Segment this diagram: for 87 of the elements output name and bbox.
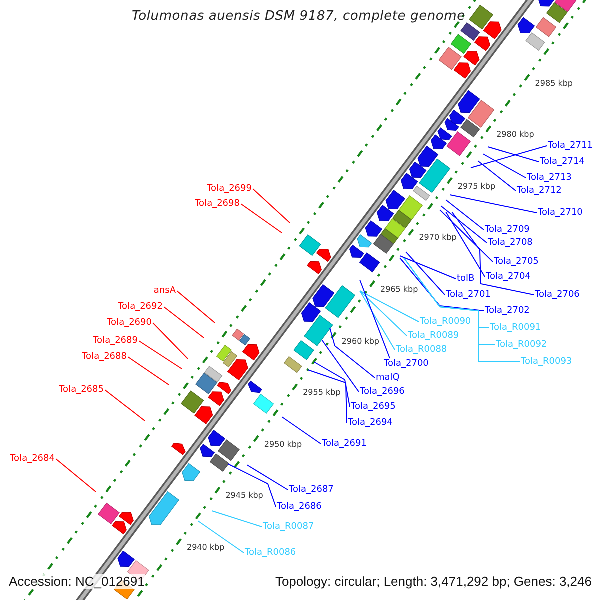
leader-line: [104, 390, 146, 422]
leader-line: [330, 328, 376, 378]
scale-label: 2980 kbp: [496, 130, 534, 140]
gene-label: Tola_2690: [107, 318, 152, 328]
gene-label: Tola_2700: [384, 358, 429, 370]
leader-line: [446, 200, 484, 230]
leader-line: [246, 464, 288, 490]
leader-line: [478, 160, 516, 192]
leader-line: [450, 194, 538, 214]
scale-label: 2950 kbp: [264, 440, 302, 450]
leader-line: [228, 464, 276, 508]
gene-label: Tola_R0091: [490, 322, 542, 334]
gene-label: Tola_2691: [322, 438, 367, 450]
gene-label: Tola_R0086: [245, 548, 296, 558]
gene-label: Tola_R0092: [496, 340, 548, 350]
gene-label: Tola_2712: [517, 186, 562, 196]
leader-line: [138, 340, 182, 370]
gene-label: Tola_2686: [277, 502, 322, 512]
gene-label: tolB: [457, 274, 475, 284]
gene-label: Tola_2684: [10, 454, 55, 464]
leader-line: [360, 290, 420, 322]
leader-line: [400, 258, 484, 312]
scale-label: 2945 kbp: [226, 491, 264, 502]
gene-label: Tola_2687: [289, 484, 334, 496]
leader-line: [360, 280, 390, 359]
scale-label: 2965 kbp: [380, 285, 418, 295]
gene-label: Tola_R0087: [263, 522, 314, 532]
leader-line: [446, 212, 486, 278]
leader-line: [404, 258, 520, 362]
gene-label: Tola_R0093: [521, 356, 572, 368]
gene-label: Tola_2698: [195, 198, 240, 210]
gene-label: Tola_2710: [538, 208, 583, 218]
leader-line: [282, 416, 322, 444]
leader-line: [452, 212, 534, 296]
gene-label: malQ: [376, 372, 400, 384]
leader-line: [152, 322, 188, 360]
leader-line: [164, 306, 204, 338]
gene-label: Tola_2695: [351, 402, 396, 412]
leader-line: [56, 458, 96, 492]
leader-line: [406, 252, 446, 296]
scale-label: 2975 kbp: [458, 182, 496, 192]
gene-label: Tola_2685: [59, 384, 104, 396]
leader-line: [400, 256, 456, 280]
gene-label: Tola_2701: [446, 290, 491, 300]
leader-line: [314, 362, 350, 408]
title: Tolumonas auensis DSM 9187, complete genome: [132, 9, 466, 24]
leader-line: [360, 290, 396, 350]
scale-label: 2960 kbp: [342, 336, 380, 347]
gene-label: Tola_2713: [527, 172, 572, 184]
gene-label: Tola_R0088: [396, 344, 448, 356]
scale-label: 2955 kbp: [303, 388, 341, 398]
gene-label: Tola_2705: [494, 256, 539, 268]
gene-label: Tola_R0089: [408, 330, 460, 342]
leader-line: [482, 154, 526, 178]
leader-line: [488, 146, 540, 162]
leader-line: [440, 210, 494, 262]
leader-line: [360, 290, 408, 336]
gene-label: Tola_2706: [535, 290, 580, 300]
scale-label: 2940 kbp: [187, 543, 225, 553]
leader-line: [212, 510, 262, 528]
gene-label: Tola_2694: [348, 418, 393, 428]
leader-line: [470, 146, 548, 168]
leader-line: [240, 204, 282, 234]
leader-line: [128, 356, 170, 386]
leader-line: [252, 188, 290, 224]
scale-label: 2970 kbp: [419, 233, 457, 244]
gene-label: Tola_R0090: [420, 316, 472, 328]
gene-label: Tola_2699: [207, 184, 252, 194]
gene-label: Tola_2709: [485, 224, 530, 236]
gene-label: Tola_2711: [548, 140, 593, 152]
leader-line: [440, 206, 488, 244]
gene-label: Tola_2692: [118, 302, 163, 312]
gene-label: Tola_2708: [488, 238, 533, 248]
gene-label: Tola_2688: [82, 352, 127, 362]
genome-info-text: Topology: circular; Length: 3,471,292 bp; Genes: 3,246: [275, 574, 592, 589]
gene-label: Tola_2702: [485, 306, 530, 316]
gene-label: Tola_2689: [93, 336, 138, 346]
accession-text: Accession: NC_012691: [9, 574, 145, 589]
leader-line: [176, 290, 216, 324]
scale-label: 2985 kbp: [535, 78, 573, 89]
gene-label: Tola_2714: [540, 156, 585, 168]
leader-line: [308, 370, 348, 424]
gene-label: Tola_2704: [486, 272, 531, 282]
leader-line: [198, 520, 244, 554]
gene-label: ansA: [154, 286, 176, 296]
leader-line: [322, 340, 360, 392]
gene-label: Tola_2696: [360, 386, 405, 398]
